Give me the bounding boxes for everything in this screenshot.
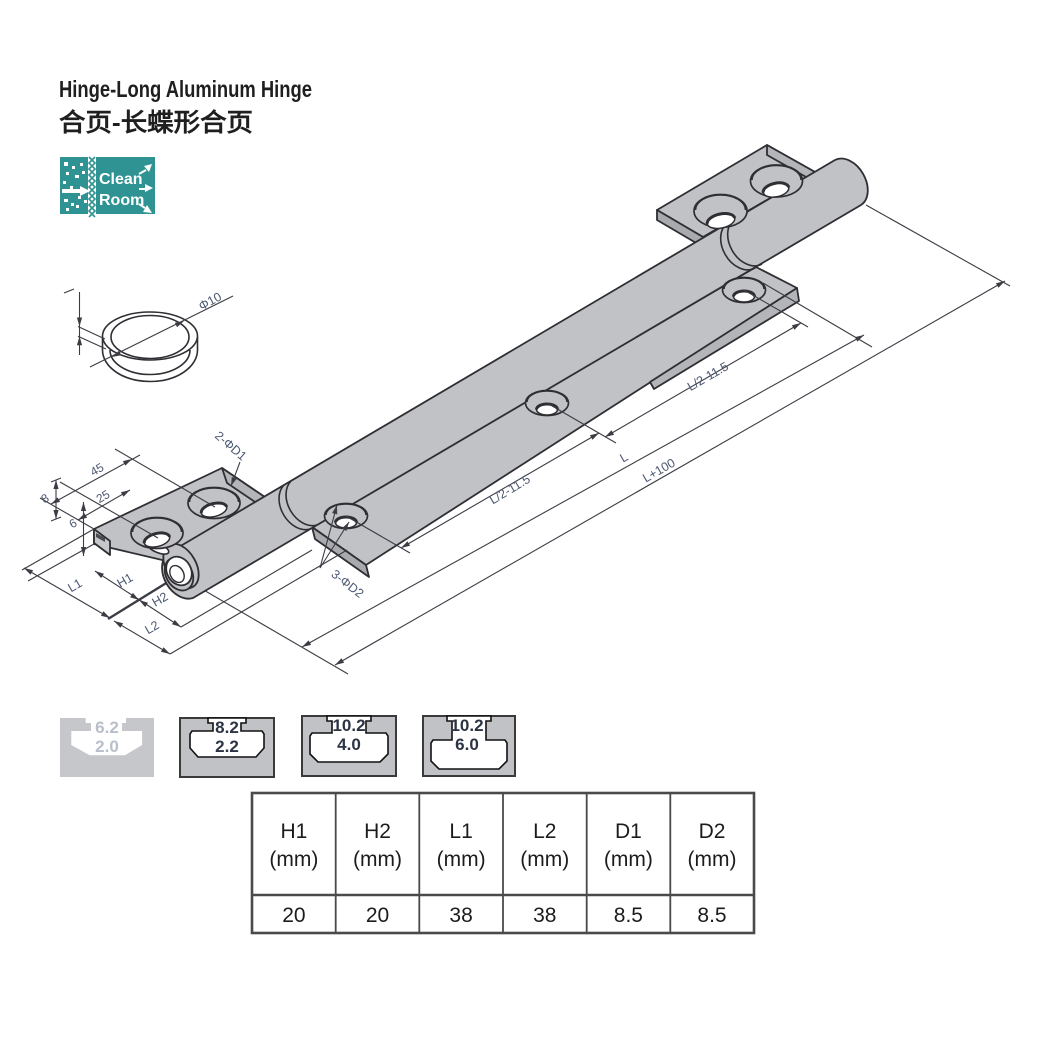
svg-text:20: 20 (366, 904, 389, 927)
svg-text:D2: D2 (699, 820, 726, 843)
svg-text:20: 20 (282, 904, 305, 927)
svg-text:(mm): (mm) (437, 848, 486, 871)
svg-text:Room: Room (99, 192, 144, 209)
svg-text:H1: H1 (280, 820, 307, 843)
svg-text:(mm): (mm) (604, 848, 653, 871)
svg-text:H2: H2 (150, 589, 171, 609)
svg-text:38: 38 (533, 904, 556, 927)
svg-text:2.0: 2.0 (95, 737, 119, 756)
svg-text:6.2: 6.2 (95, 718, 119, 737)
svg-text:Hinge-Long Aluminum Hinge: Hinge-Long Aluminum Hinge (59, 76, 312, 102)
svg-text:(mm): (mm) (269, 848, 318, 871)
svg-text:38: 38 (449, 904, 472, 927)
svg-text:(mm): (mm) (688, 848, 737, 871)
svg-text:H1: H1 (115, 570, 136, 590)
svg-text:8.5: 8.5 (614, 904, 643, 927)
svg-text:10.2: 10.2 (450, 716, 483, 735)
svg-text:45: 45 (88, 460, 107, 479)
svg-text:10.2: 10.2 (332, 716, 365, 735)
svg-text:Clean: Clean (99, 171, 143, 188)
svg-text:6.0: 6.0 (455, 735, 479, 754)
svg-text:(mm): (mm) (520, 848, 569, 871)
svg-text:25: 25 (94, 487, 113, 506)
svg-text:L1: L1 (65, 576, 84, 595)
svg-text:L2: L2 (142, 618, 161, 637)
svg-text:L1: L1 (449, 820, 472, 843)
svg-text:8.2: 8.2 (215, 718, 239, 737)
svg-text:合页-长蝶形合页: 合页-长蝶形合页 (59, 108, 253, 137)
svg-text:4.0: 4.0 (337, 735, 361, 754)
svg-text:D1: D1 (615, 820, 642, 843)
svg-text:(mm): (mm) (353, 848, 402, 871)
svg-text:8.5: 8.5 (697, 904, 726, 927)
svg-text:L2: L2 (533, 820, 556, 843)
svg-text:H2: H2 (364, 820, 391, 843)
svg-text:2.2: 2.2 (215, 737, 239, 756)
